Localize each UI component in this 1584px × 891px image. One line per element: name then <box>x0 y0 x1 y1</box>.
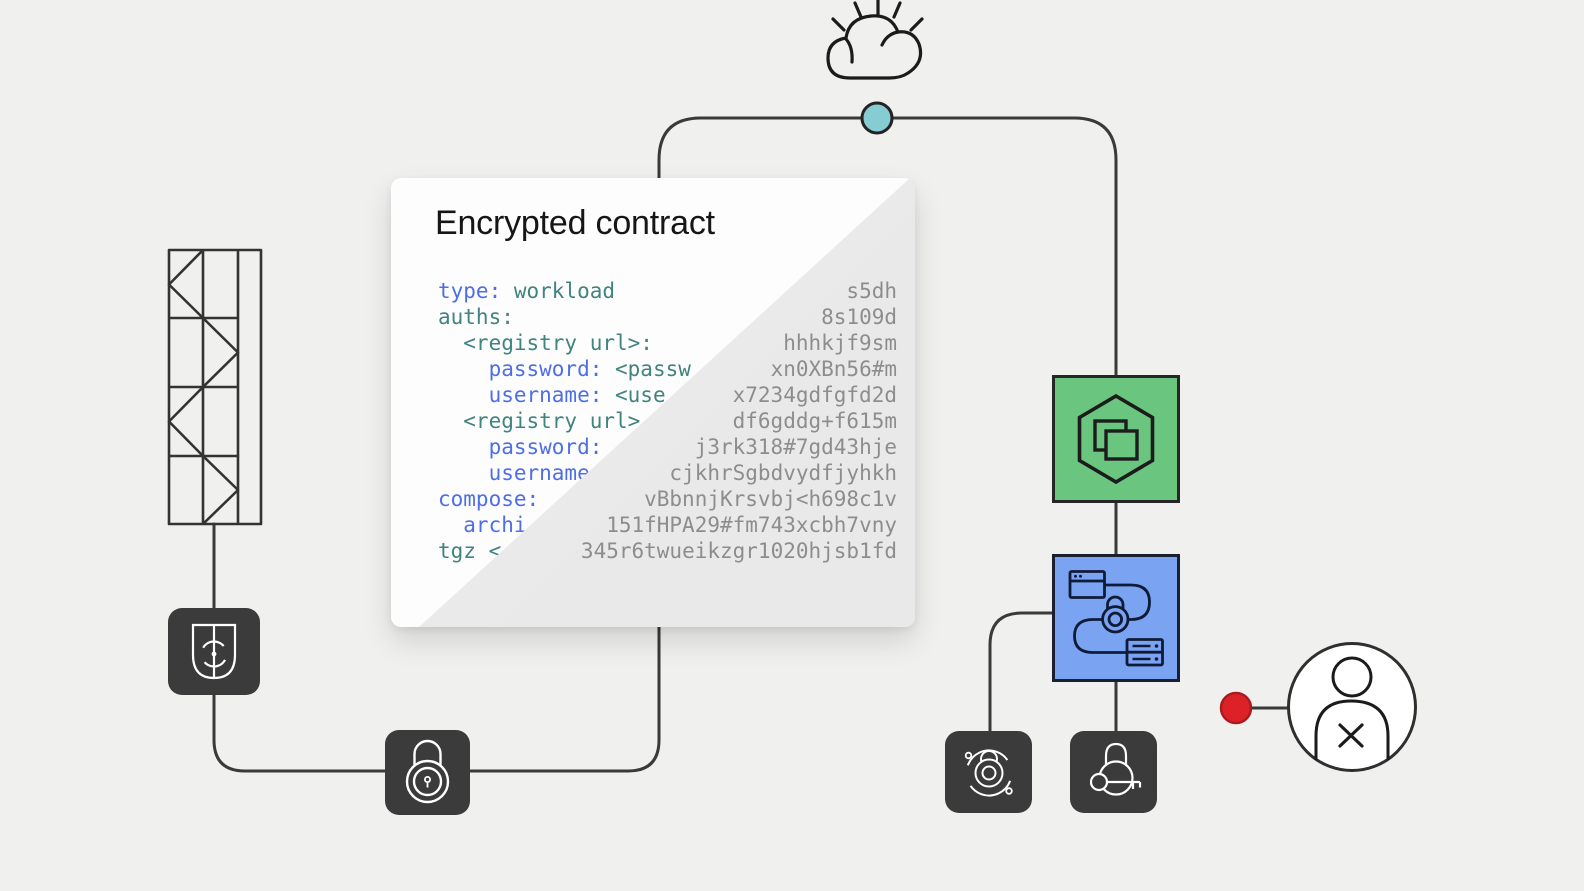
data-table-icon <box>167 248 263 526</box>
container-hexagon-icon <box>1077 393 1155 485</box>
code-line: auths:8s109d <box>438 305 897 329</box>
code-line: <registry url>:hhhkjf9sm <box>438 331 897 355</box>
secure-connection-icon <box>1068 570 1164 667</box>
code-line: password:j3rk318#7gd43hje <box>438 435 897 459</box>
continuous-encryption-node <box>945 731 1032 813</box>
encryption-lock-node <box>385 730 470 815</box>
sun-ray <box>831 17 846 32</box>
security-shield-node <box>168 608 260 695</box>
key-management-node <box>1070 731 1157 813</box>
container-node <box>1052 375 1180 503</box>
sun-ray <box>892 1 902 19</box>
key-lock-icon <box>1089 742 1142 796</box>
blocked-user-icon <box>1287 642 1417 772</box>
card-title: Encrypted contract <box>435 204 715 242</box>
cloud-icon <box>826 0 924 80</box>
sun-ray <box>909 17 924 32</box>
secure-connection-node <box>1052 554 1180 682</box>
x-mark-icon <box>1338 723 1364 748</box>
contract-node-dot <box>860 101 894 135</box>
code-line: tgz <345r6twueikzgr1020hjsb1fd <box>438 539 897 563</box>
denied-status-dot <box>1219 691 1253 725</box>
shield-icon <box>191 623 237 680</box>
code-line: username:cjkhrSgbdvydfjyhkh <box>438 461 897 485</box>
connector-blue-gauge <box>988 611 1057 735</box>
sun-ray <box>853 1 863 19</box>
rotating-lock-icon <box>964 749 1013 797</box>
code-line: <registry url>df6gddg+f615m <box>438 409 897 433</box>
code-line: compose:vBbnnjKrsvbj<h698c1v <box>438 487 897 511</box>
padlock-icon <box>405 739 450 804</box>
